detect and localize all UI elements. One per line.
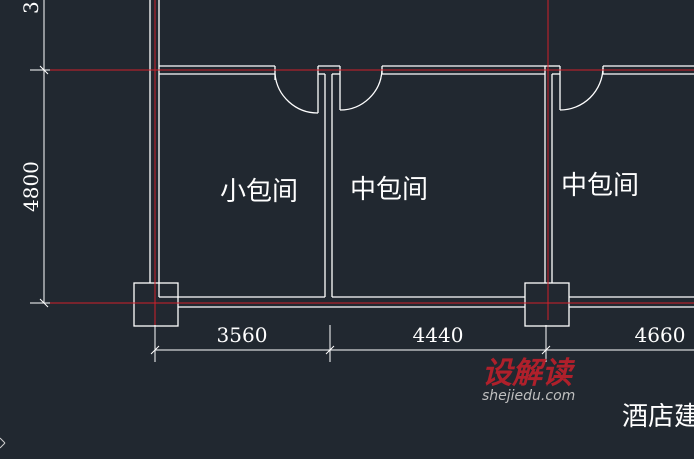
column-middle — [524, 282, 570, 327]
watermark: 设解读 shejiedu.com — [482, 356, 576, 404]
room-label-medium-2: 中包间 — [561, 171, 639, 201]
dimension-4660: 4660 — [635, 323, 686, 347]
watermark-url: shejiedu.com — [482, 388, 575, 404]
wall-lines — [149, 0, 694, 308]
watermark-brand: 设解读 — [482, 356, 576, 391]
room-label-small: 小包间 — [220, 177, 298, 207]
drawing-title: 酒店建 — [622, 402, 694, 432]
axis-lines — [30, 0, 694, 325]
vertical-dimension — [30, 0, 50, 308]
horizontal-dimension — [150, 325, 694, 362]
room-label-medium-1: 中包间 — [350, 175, 428, 205]
column-squares — [133, 282, 570, 327]
dimension-vertical-top: 32 — [19, 0, 43, 14]
ucs-icon — [0, 437, 6, 449]
dimension-4440: 4440 — [413, 323, 464, 347]
dimension-4800: 4800 — [19, 161, 43, 212]
column-left — [133, 282, 179, 327]
dimension-3560: 3560 — [217, 323, 268, 347]
